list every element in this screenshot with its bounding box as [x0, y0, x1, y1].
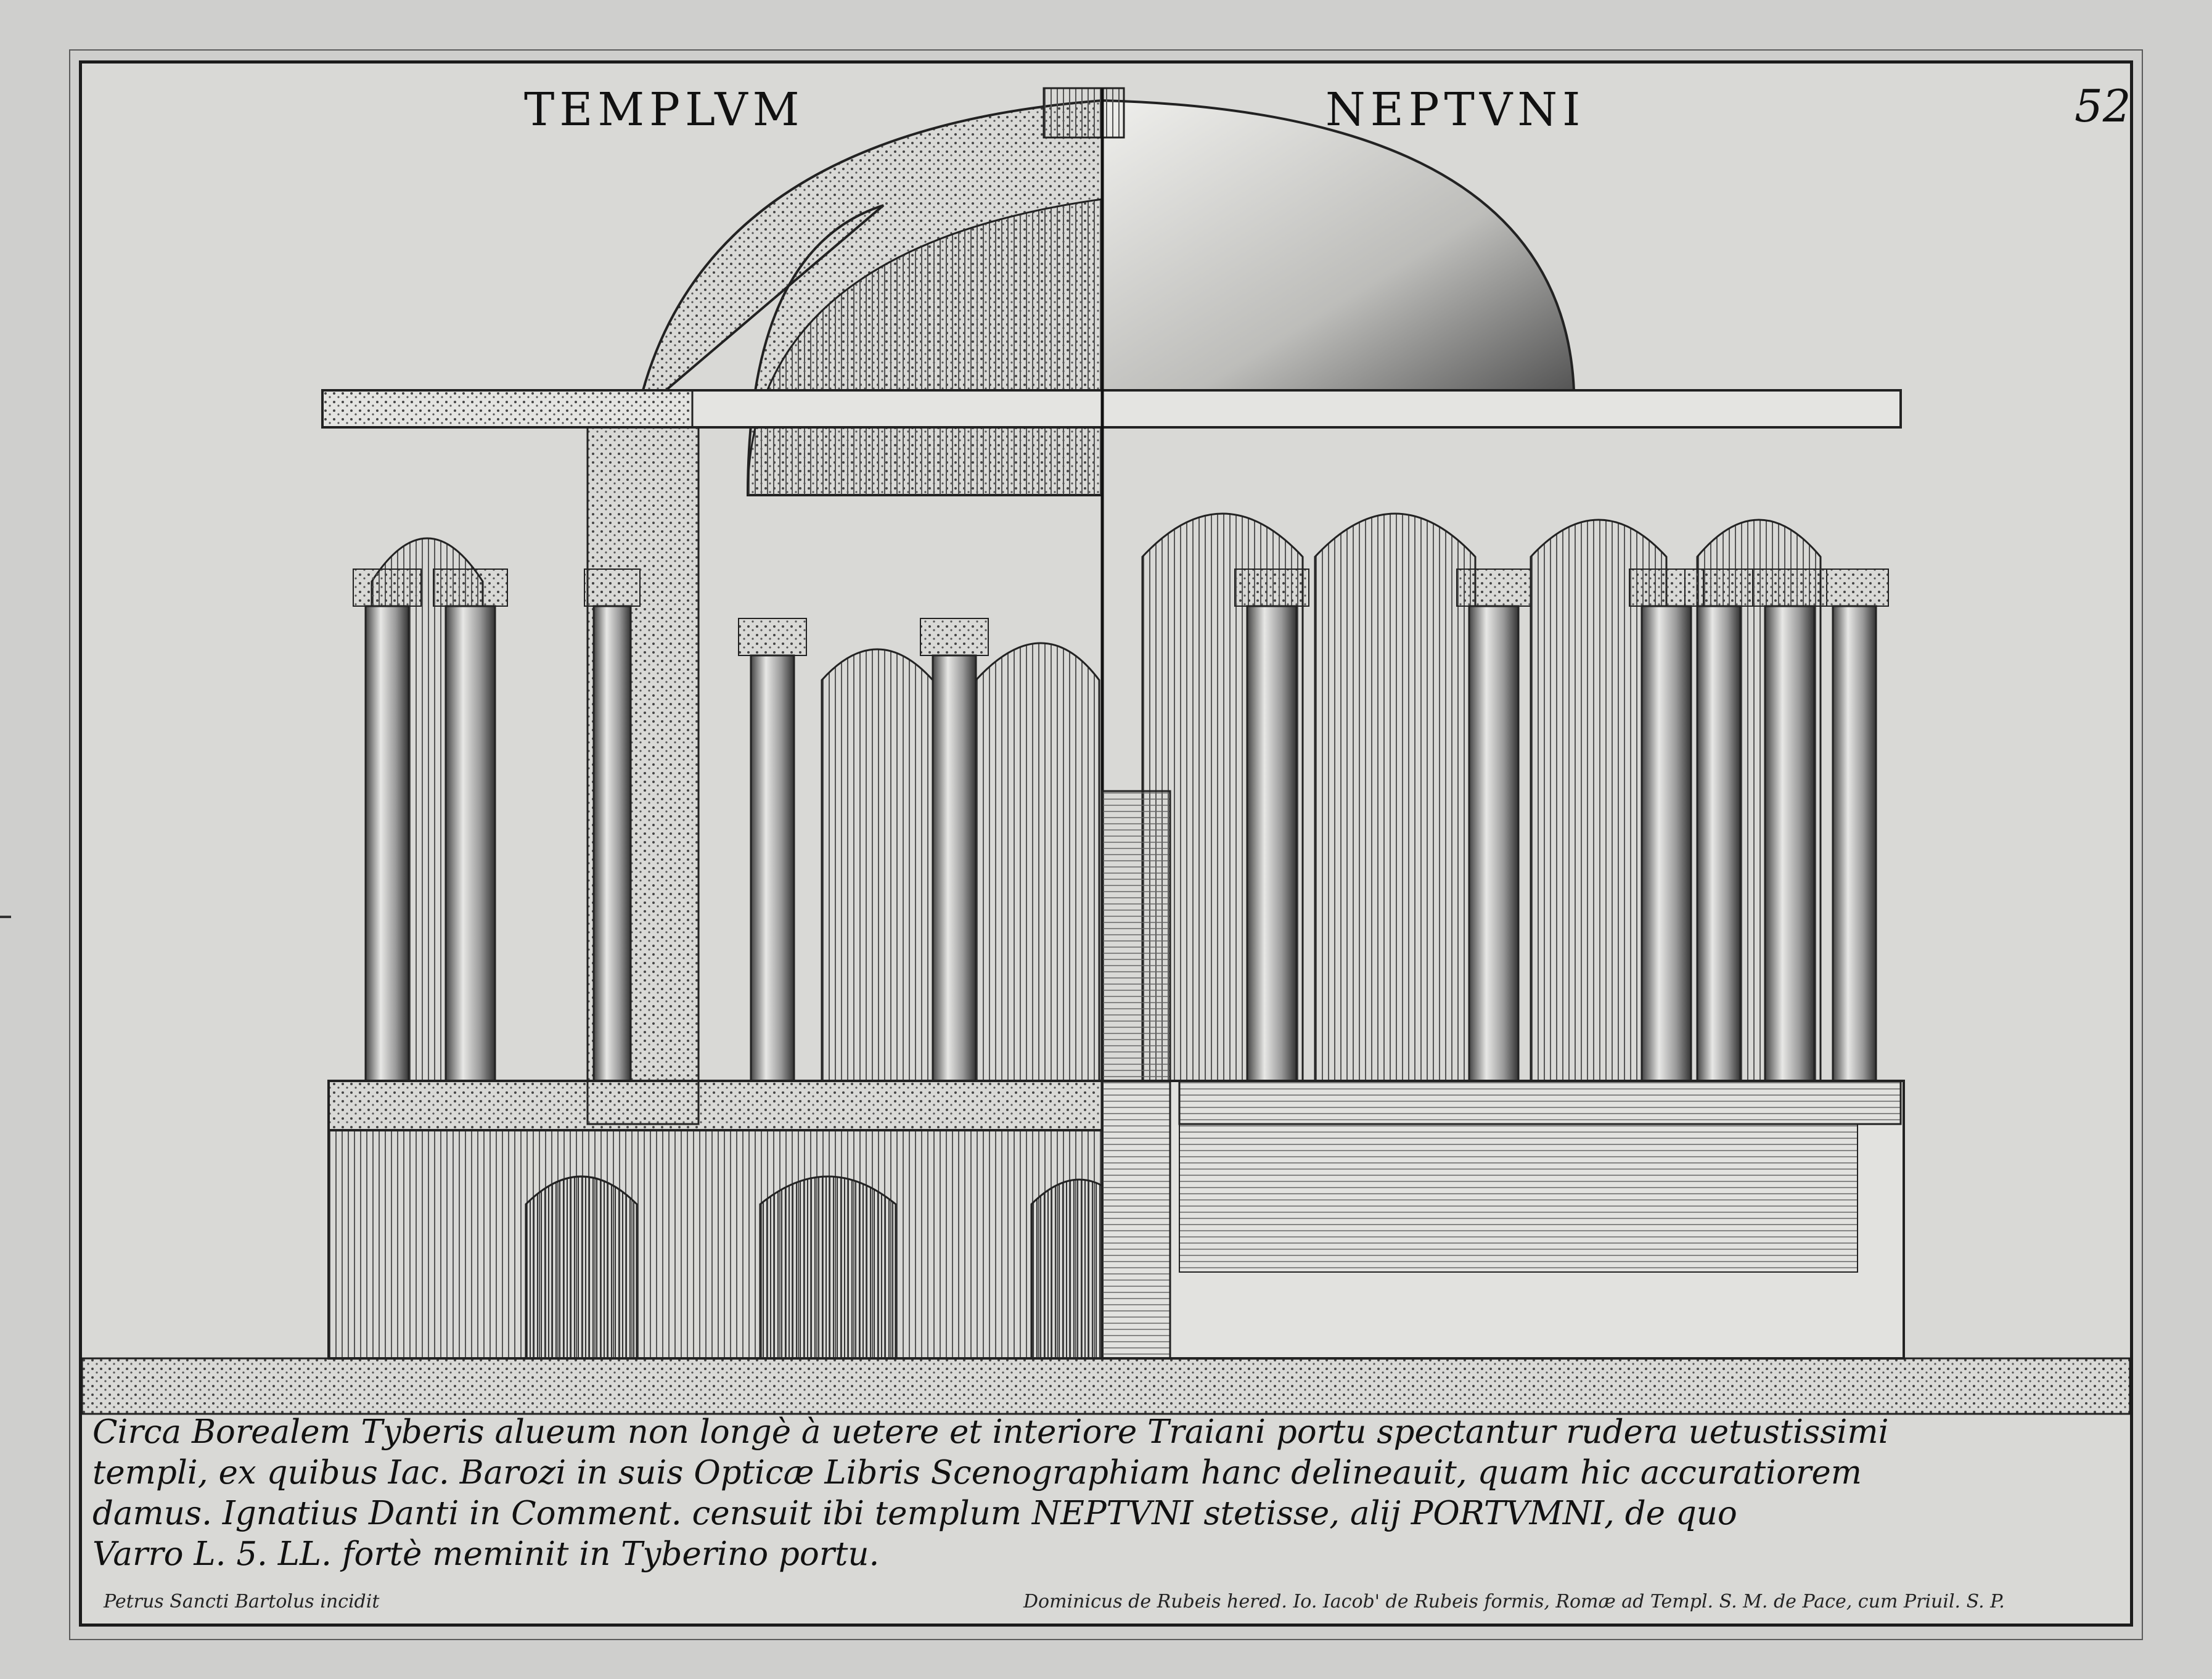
plate-number: 52 — [2075, 80, 2131, 132]
caption-line: templi, ex quibus Iac. Barozi in suis Op… — [92, 1454, 1862, 1492]
caption-line: damus. Ignatius Danti in Comment. censui… — [92, 1495, 1737, 1532]
title-templum: TEMPLVM — [524, 83, 805, 136]
dome-exterior — [1101, 99, 1576, 392]
caption-line: Circa Borealem Tyberis alueum non longè … — [92, 1413, 1889, 1451]
lantern — [1043, 87, 1125, 139]
caption: Circa Borealem Tyberis alueum non longè … — [92, 1412, 2127, 1578]
ground-band — [82, 1357, 2130, 1415]
outer-plate-rule — [69, 49, 2143, 1640]
podium-left — [327, 1080, 1104, 1131]
title-neptuni: NEPTVNI — [1325, 83, 1586, 136]
capitals — [353, 569, 1889, 656]
engraver-credit: Petrus Sancti Bartolus incidit — [104, 1591, 380, 1612]
margin-mark — [0, 916, 11, 918]
publisher-credit: Dominicus de Rubeis hered. Io. Iacob' de… — [1023, 1591, 2005, 1612]
podium-arches — [525, 1175, 1104, 1360]
caption-line: Varro L. 5. LL. fortè meminit in Tyberin… — [92, 1535, 880, 1573]
arcade — [371, 512, 1822, 1082]
temple-engraving-icon — [82, 87, 2130, 1415]
